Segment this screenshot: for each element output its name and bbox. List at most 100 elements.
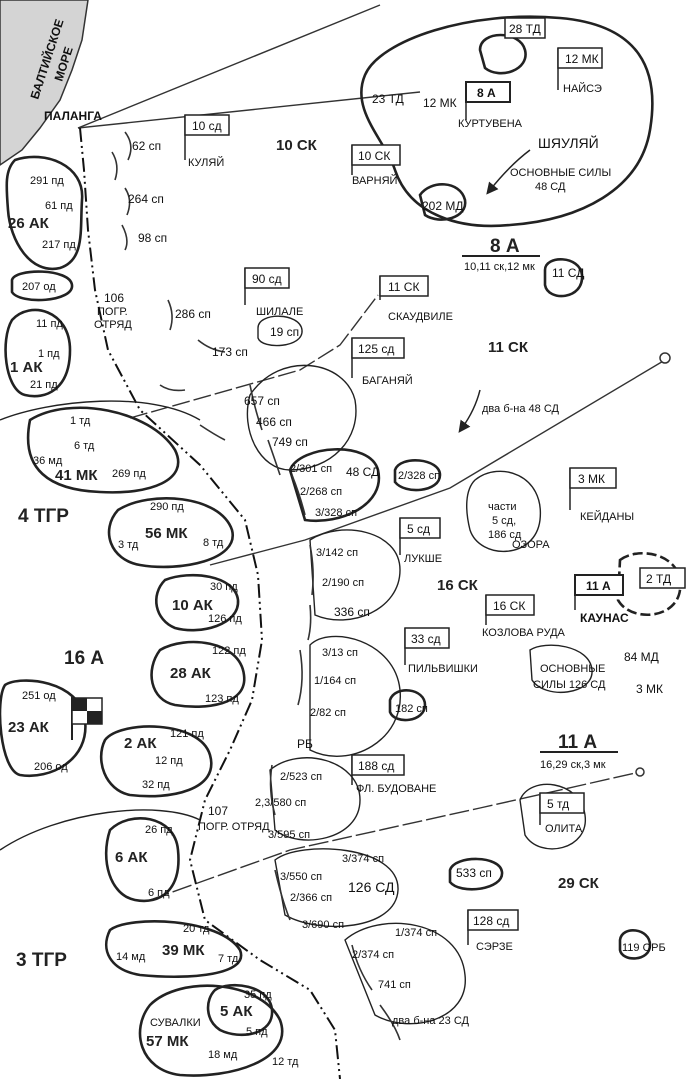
svg-text:2 ТД: 2 ТД — [646, 572, 671, 586]
flag-5sd: 5 сд — [399, 517, 441, 555]
place-baganyai: БАГАНЯЙ — [362, 374, 413, 387]
s-1-164sp: 1/164 сп — [314, 675, 356, 687]
g-21pd: 21 пд — [30, 379, 58, 391]
german-56mk — [107, 497, 234, 569]
place-kulyai: КУЛЯЙ — [188, 156, 224, 169]
s-1-374sp: 1/374 сп — [395, 927, 437, 939]
s-2-301sp: 2/301 сп — [290, 463, 332, 475]
svg-text:5 тд: 5 тд — [547, 797, 569, 811]
soviet-pilvishki-area — [309, 635, 401, 757]
soviet-main126 — [529, 644, 593, 694]
soviet-19sp — [257, 315, 303, 347]
german-26ak — [5, 155, 84, 271]
g-23ak: 23 АК — [8, 719, 50, 736]
g-122pd: 122 пд — [212, 645, 246, 657]
s-parts-3: 186 сд — [488, 529, 522, 541]
g-26pd: 26 пд — [145, 824, 173, 836]
s-main48-1: ОСНОВНЫЕ СИЛЫ — [510, 167, 611, 179]
label-29sk: 29 СК — [558, 875, 600, 892]
flag-3mk: 3 МК — [569, 467, 617, 510]
state-border — [79, 127, 341, 1079]
s-466sp: 466 сп — [256, 415, 292, 429]
place-serze: СЭРЗЕ — [476, 941, 513, 953]
s-2-366sp: 2/366 сп — [290, 892, 332, 904]
german-41mk — [26, 406, 180, 494]
g-123pd: 123 пд — [205, 693, 239, 705]
g-1pd: 1 пд — [38, 348, 60, 360]
place-skaudvile: СКАУДВИЛЕ — [388, 311, 453, 323]
g-26ak: 26 АК — [8, 215, 50, 232]
g-36md: 36 мд — [33, 455, 63, 467]
road-palanga — [77, 4, 381, 129]
svg-text:125 сд: 125 сд — [358, 342, 394, 356]
s-3-550sp: 3/550 сп — [280, 871, 322, 883]
german-207od — [10, 270, 74, 302]
g-6pd: 6 пд — [148, 887, 170, 899]
s-parts-1: части — [488, 501, 517, 513]
g-20td: 20 тд — [183, 923, 210, 935]
s-3mk: 3 МК — [636, 682, 663, 696]
soviet-48sd-outline — [288, 448, 381, 523]
flag-188sd: 188 сд — [351, 754, 405, 785]
g-32pd: 32 пд — [142, 779, 170, 791]
g-251od: 251 од — [22, 690, 56, 702]
road-node-2 — [635, 767, 645, 777]
s-3-13sp: 3/13 сп — [322, 647, 358, 659]
g-5pd: 5 пд — [246, 1026, 268, 1038]
soviet-olita-area — [519, 783, 586, 850]
svg-text:12 МК: 12 МК — [565, 52, 599, 66]
g-269pd: 269 пд — [112, 468, 146, 480]
flag-16sk: 16 СК — [485, 594, 535, 625]
s-182sp: 182 сп — [395, 703, 428, 715]
place-palanga: ПАЛАНГА — [44, 109, 102, 123]
g-30pd: 30 пд — [210, 581, 238, 593]
soviet-2-328-outline — [393, 459, 442, 492]
s-126sd: 126 СД — [348, 879, 395, 895]
flag-10sk: 10 СК — [351, 144, 401, 175]
svg-text:10 сд: 10 сд — [192, 119, 222, 133]
s-main126-2: СИЛЫ 126 СД — [533, 679, 606, 691]
place-shyaulyai: ШЯУЛЯЙ — [538, 134, 599, 151]
s-2-82sp: 2/82 сп — [310, 707, 346, 719]
german-1ak — [4, 308, 72, 398]
german-10ak — [155, 573, 240, 632]
g-206od: 206 од — [34, 761, 68, 773]
g-8td: 8 тд — [203, 537, 224, 549]
german-23ak — [0, 679, 87, 778]
place-budovane: ФЛ. БУДОВАНЕ — [356, 783, 436, 795]
g-28ak: 28 АК — [170, 665, 212, 682]
flag-2td: 2 ТД — [639, 567, 686, 589]
s-parts-4: ОЗОРА — [512, 539, 550, 551]
flag-8a: 8 А — [465, 81, 511, 120]
s-two-bn-48: два б-на 48 СД — [482, 403, 560, 415]
german-2ak — [99, 725, 213, 798]
g-35pd: 35 пд — [244, 989, 272, 1001]
label-16sk: 16 СК — [437, 577, 479, 594]
place-kaunas: КАУНАС — [580, 611, 629, 625]
soviet-28td-outline — [478, 33, 527, 75]
g-3td: 3 тд — [118, 539, 139, 551]
g-4tgr: 4 ТГР — [18, 506, 69, 527]
s-62sp: 62 сп — [132, 139, 161, 153]
label-11a: 11 А — [558, 732, 597, 753]
s-2-523sp: 2/523 сп — [280, 771, 322, 783]
g-56mk: 56 МК — [145, 525, 188, 542]
flag-11a: 11 А — [574, 574, 624, 610]
svg-text:128 сд: 128 сд — [473, 914, 509, 928]
s-3-690sp: 3/690 сп — [302, 919, 344, 931]
road-node — [659, 352, 671, 364]
g-1ak: 1 АК — [10, 359, 43, 376]
g-6ak: 6 АК — [115, 849, 148, 866]
s-rb: РБ — [297, 737, 313, 751]
arrow-48sd — [486, 149, 531, 195]
g-2ak: 2 АК — [124, 735, 157, 752]
s-23td: 23 ТД — [372, 92, 404, 106]
g-5ak: 5 АК — [220, 1003, 253, 1020]
g-1td: 1 тд — [70, 415, 91, 427]
g-12td: 12 тд — [272, 1056, 299, 1068]
svg-text:28 ТД: 28 ТД — [509, 22, 541, 36]
s-749sp: 749 сп — [272, 435, 308, 449]
s-202md: 202 МД — [422, 199, 463, 213]
soviet-parts-5sd — [466, 470, 541, 552]
flag-28td: 28 ТД — [504, 17, 546, 39]
